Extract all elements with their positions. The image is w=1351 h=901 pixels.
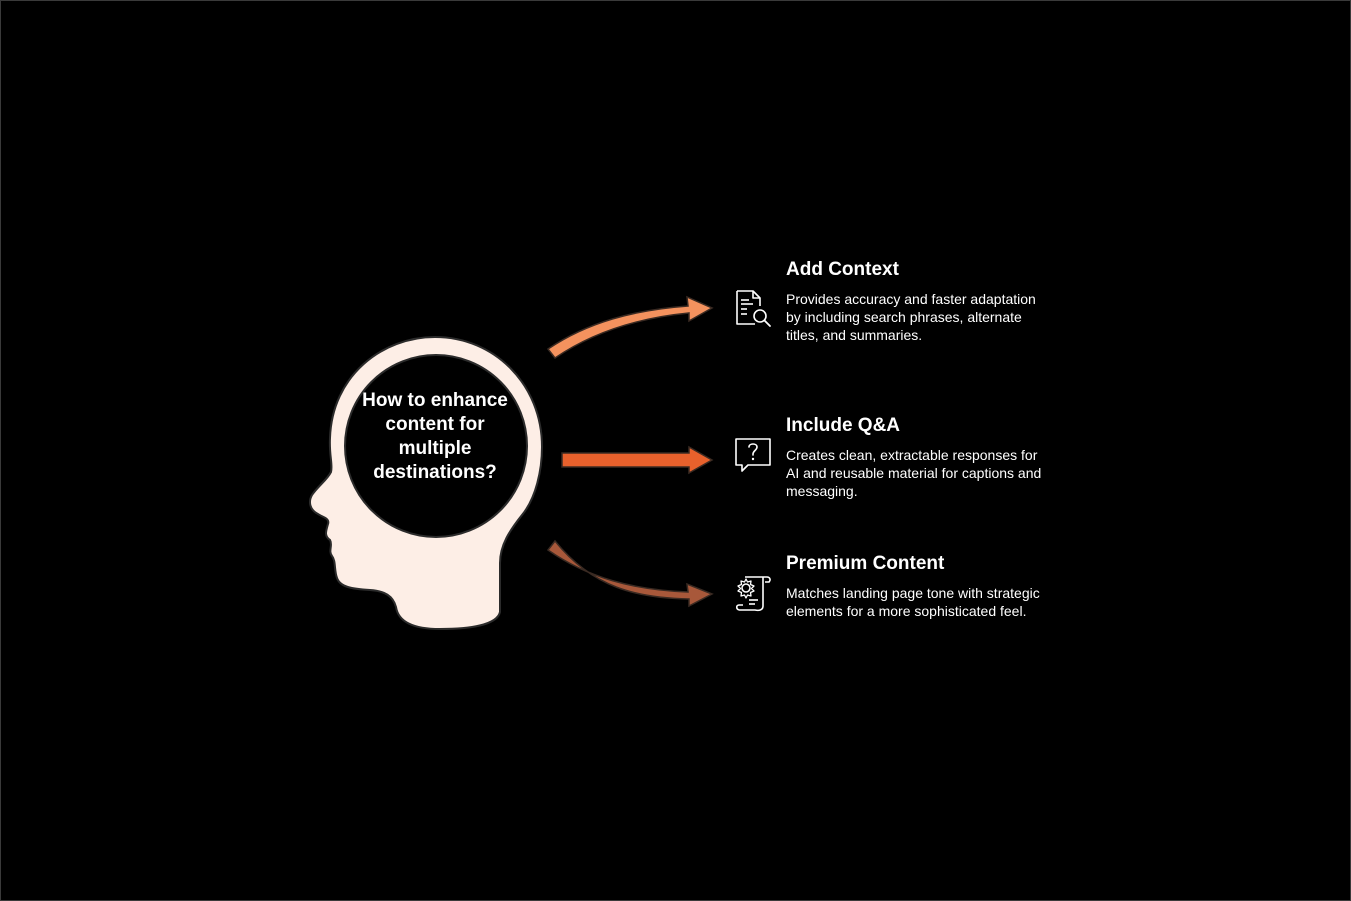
item-premium-content: Premium Content Matches landing page ton… — [786, 553, 1046, 620]
arrow-add-context — [548, 297, 712, 358]
item-add-context: Add Context Provides accuracy and faster… — [786, 259, 1046, 344]
central-question: How to enhance content for multiple dest… — [355, 389, 515, 485]
item-title: Premium Content — [786, 553, 1046, 575]
certificate-scroll-icon — [733, 573, 773, 613]
item-description: Creates clean, extractable responses for… — [786, 446, 1046, 500]
item-description: Provides accuracy and faster adaptation … — [786, 290, 1046, 344]
item-title: Include Q&A — [786, 415, 1046, 437]
item-title: Add Context — [786, 259, 1046, 281]
arrow-include-qa — [562, 447, 712, 473]
arrow-premium-content — [548, 541, 712, 606]
document-search-icon — [733, 288, 773, 328]
item-description: Matches landing page tone with strategic… — [786, 584, 1046, 620]
item-include-qa: Include Q&A Creates clean, extractable r… — [786, 415, 1046, 500]
question-bubble-icon — [733, 436, 773, 476]
